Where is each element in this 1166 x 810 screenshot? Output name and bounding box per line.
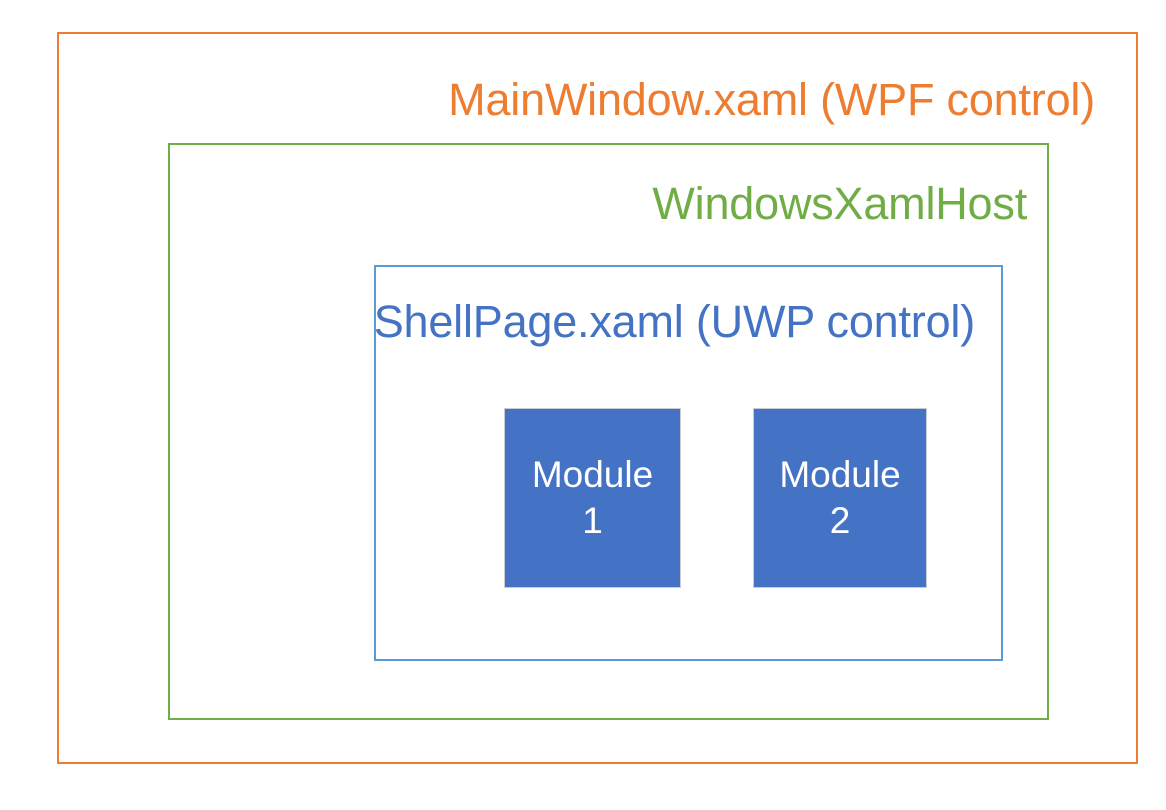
module-2-name: Module — [779, 454, 901, 495]
layer-container-wpf: MainWindow.xaml (WPF control) WindowsXam… — [57, 32, 1138, 764]
module-1-name: Module — [531, 454, 654, 495]
module-2-index: 2 — [829, 500, 851, 541]
layer-caption-shellpage: ShellPage.xaml (UWP control) — [373, 296, 975, 347]
layer-caption-xamlhost: WindowsXamlHost — [652, 178, 1027, 229]
layer-container-shellpage: ShellPage.xaml (UWP control) Module 1 Mo… — [374, 265, 1003, 661]
layer-container-xamlhost: WindowsXamlHost ShellPage.xaml (UWP cont… — [168, 143, 1049, 720]
module-block-2: Module 2 — [754, 409, 926, 587]
layer-caption-wpf: MainWindow.xaml (WPF control) — [448, 74, 1095, 125]
module-row: Module 1 Module 2 — [505, 409, 926, 587]
module-1-index: 1 — [582, 500, 603, 541]
module-block-1: Module 1 — [505, 409, 680, 587]
